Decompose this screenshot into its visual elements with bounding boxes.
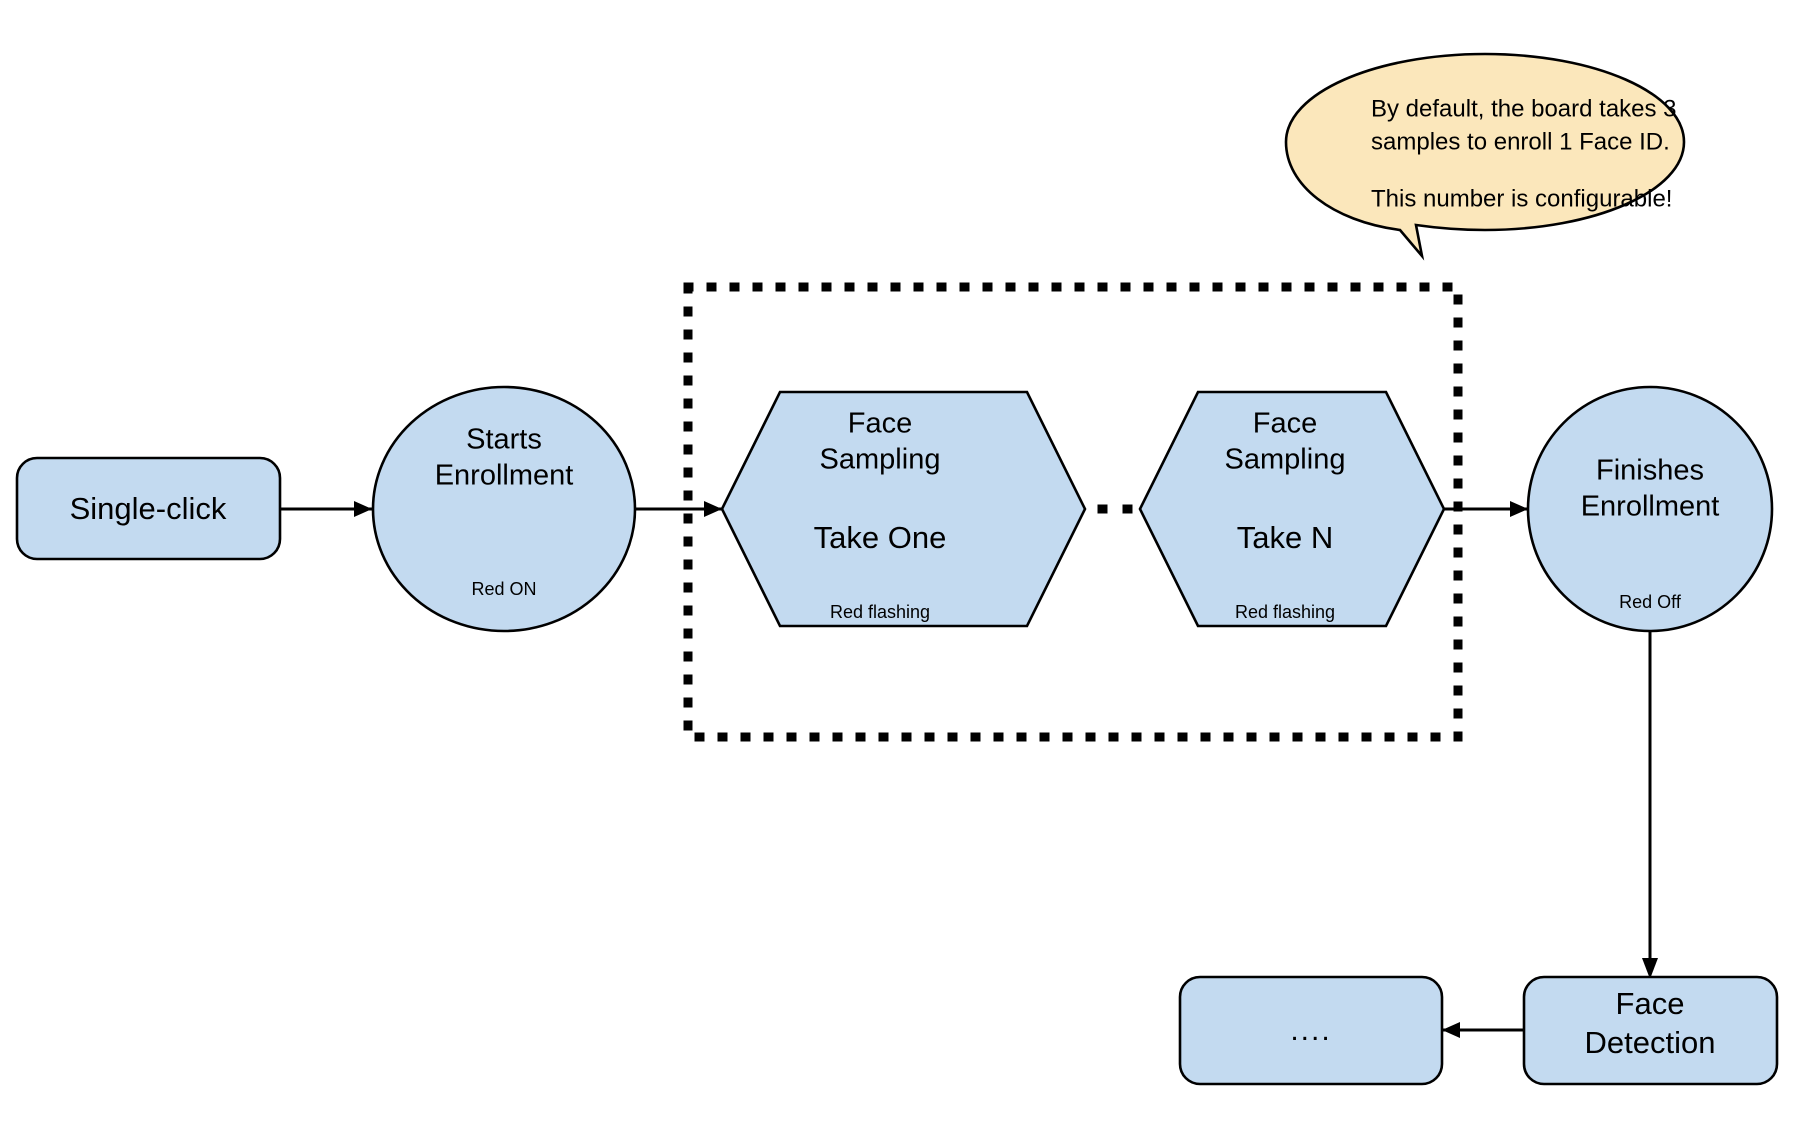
take-one-label-line3: Take One <box>814 520 947 555</box>
starts-enrollment-label-line1: Starts <box>466 424 542 456</box>
finishes-enrollment-circle[interactable] <box>1526 385 1774 633</box>
node-single-click[interactable]: Single-click <box>15 456 282 561</box>
finishes-enrollment-label-line2: Enrollment <box>1581 491 1720 523</box>
edge-finishes-enrollment-to-face-detection <box>1642 630 1658 979</box>
face-detection-box[interactable] <box>1522 975 1779 1086</box>
node-finishes-enrollment[interactable]: Finishes Enrollment Red Off <box>1526 385 1774 633</box>
face-sampling-take-one-hexagon[interactable] <box>720 390 1087 628</box>
finishes-enrollment-status: Red Off <box>1619 592 1682 612</box>
single-click-box[interactable] <box>15 456 282 561</box>
ellipsis-box[interactable] <box>1178 975 1444 1086</box>
take-one-label-line1: Face <box>848 408 912 440</box>
callout-line2: samples to enroll 1 Face ID. <box>1371 128 1670 155</box>
node-face-sampling-take-n[interactable]: Face Sampling Take N Red flashing <box>1138 390 1446 628</box>
take-one-label-line2: Sampling <box>820 444 941 476</box>
callout-line1: By default, the board takes 3 <box>1371 95 1677 122</box>
edge-take-n-to-finishes-enrollment <box>1444 501 1528 517</box>
ellipsis-label: .... <box>1290 1014 1331 1047</box>
take-one-status: Red flashing <box>830 602 930 622</box>
edge-single-click-to-starts-enrollment <box>281 501 372 517</box>
starts-enrollment-circle[interactable] <box>371 385 637 633</box>
edge-starts-enrollment-to-take-one <box>635 501 722 517</box>
callout-line3: This number is configurable! <box>1371 185 1672 212</box>
take-n-label-line2: Sampling <box>1225 444 1346 476</box>
single-click-label: Single-click <box>70 491 227 526</box>
node-face-detection[interactable]: Face Detection <box>1522 975 1779 1086</box>
face-detection-label-line1: Face <box>1616 986 1685 1021</box>
callout-sampling-note: By default, the board takes 3 samples to… <box>1284 52 1686 261</box>
node-face-sampling-take-one[interactable]: Face Sampling Take One Red flashing <box>720 390 1087 628</box>
face-sampling-take-n-hexagon[interactable] <box>1138 390 1446 628</box>
node-ellipsis[interactable]: .... <box>1178 975 1444 1086</box>
starts-enrollment-label-line2: Enrollment <box>435 460 574 492</box>
edge-face-detection-to-ellipsis <box>1442 1022 1524 1038</box>
finishes-enrollment-label-line1: Finishes <box>1596 455 1704 487</box>
node-starts-enrollment[interactable]: Starts Enrollment Red ON <box>371 385 637 633</box>
take-n-label-line1: Face <box>1253 408 1317 440</box>
face-detection-label-line2: Detection <box>1585 1025 1716 1060</box>
take-n-status: Red flashing <box>1235 602 1335 622</box>
starts-enrollment-status: Red ON <box>471 579 536 599</box>
callout-bubble-shape <box>1284 52 1686 261</box>
take-n-label-line3: Take N <box>1237 520 1333 555</box>
